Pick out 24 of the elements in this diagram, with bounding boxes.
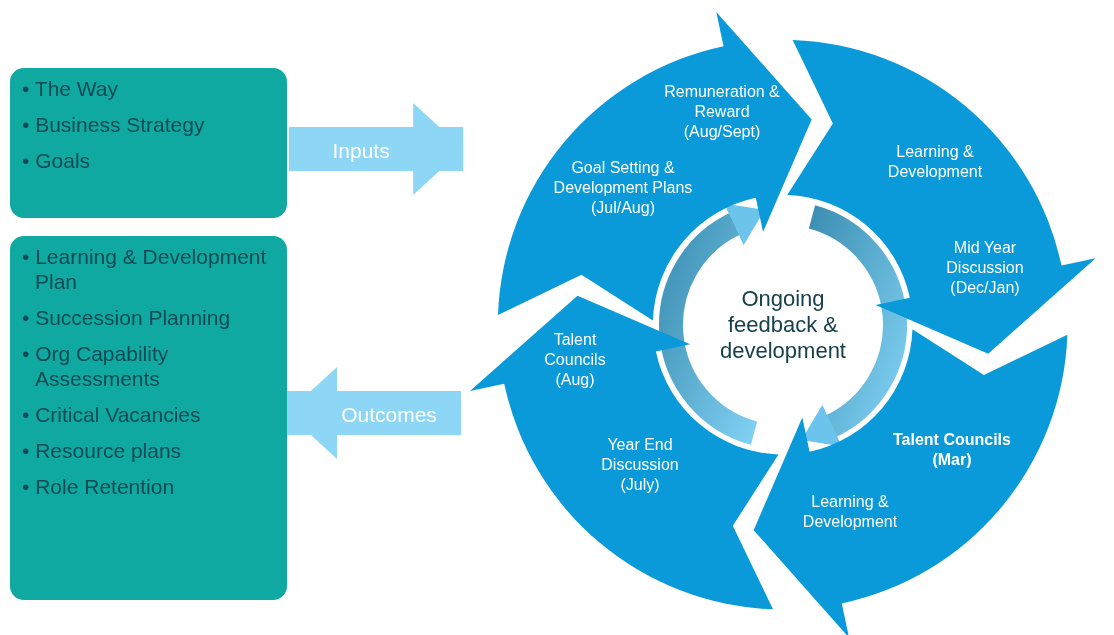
block-arrow — [289, 103, 464, 195]
list-panel — [10, 236, 287, 600]
list-item: • Critical Vacancies — [22, 402, 202, 427]
list-item: • The Way — [22, 76, 120, 101]
stage-label: Learning & Development — [886, 142, 984, 182]
edge-label: Inputs — [332, 139, 390, 163]
list-item: • Business Strategy — [22, 112, 206, 137]
stage-label: Learning & Development — [801, 492, 899, 532]
stage-label: Mid Year Discussion (Dec/Jan) — [945, 238, 1025, 298]
list-item: • Resource plans — [22, 438, 183, 463]
list-item: • Org Capability Assessments — [22, 341, 170, 391]
stage-label: Goal Setting & Development Plans (Jul/Aug) — [553, 158, 693, 218]
stage-label: Talent Councils (Aug) — [543, 330, 607, 390]
center-label: Ongoing feedback & development — [719, 286, 847, 364]
edge-label: Outcomes — [341, 403, 437, 427]
list-item: • Role Retention — [22, 474, 176, 499]
list-item: • Goals — [22, 148, 92, 173]
list-panel — [10, 68, 287, 218]
block-arrow — [287, 367, 461, 459]
list-item: • Succession Planning — [22, 305, 232, 330]
list-item: • Learning & Development Plan — [22, 244, 268, 294]
stage-label: Talent Councils (Mar) — [892, 430, 1012, 470]
stage-label: Year End Discussion (July) — [600, 435, 680, 495]
stage-label: Remuneration & Reward (Aug/Sept) — [663, 82, 781, 142]
